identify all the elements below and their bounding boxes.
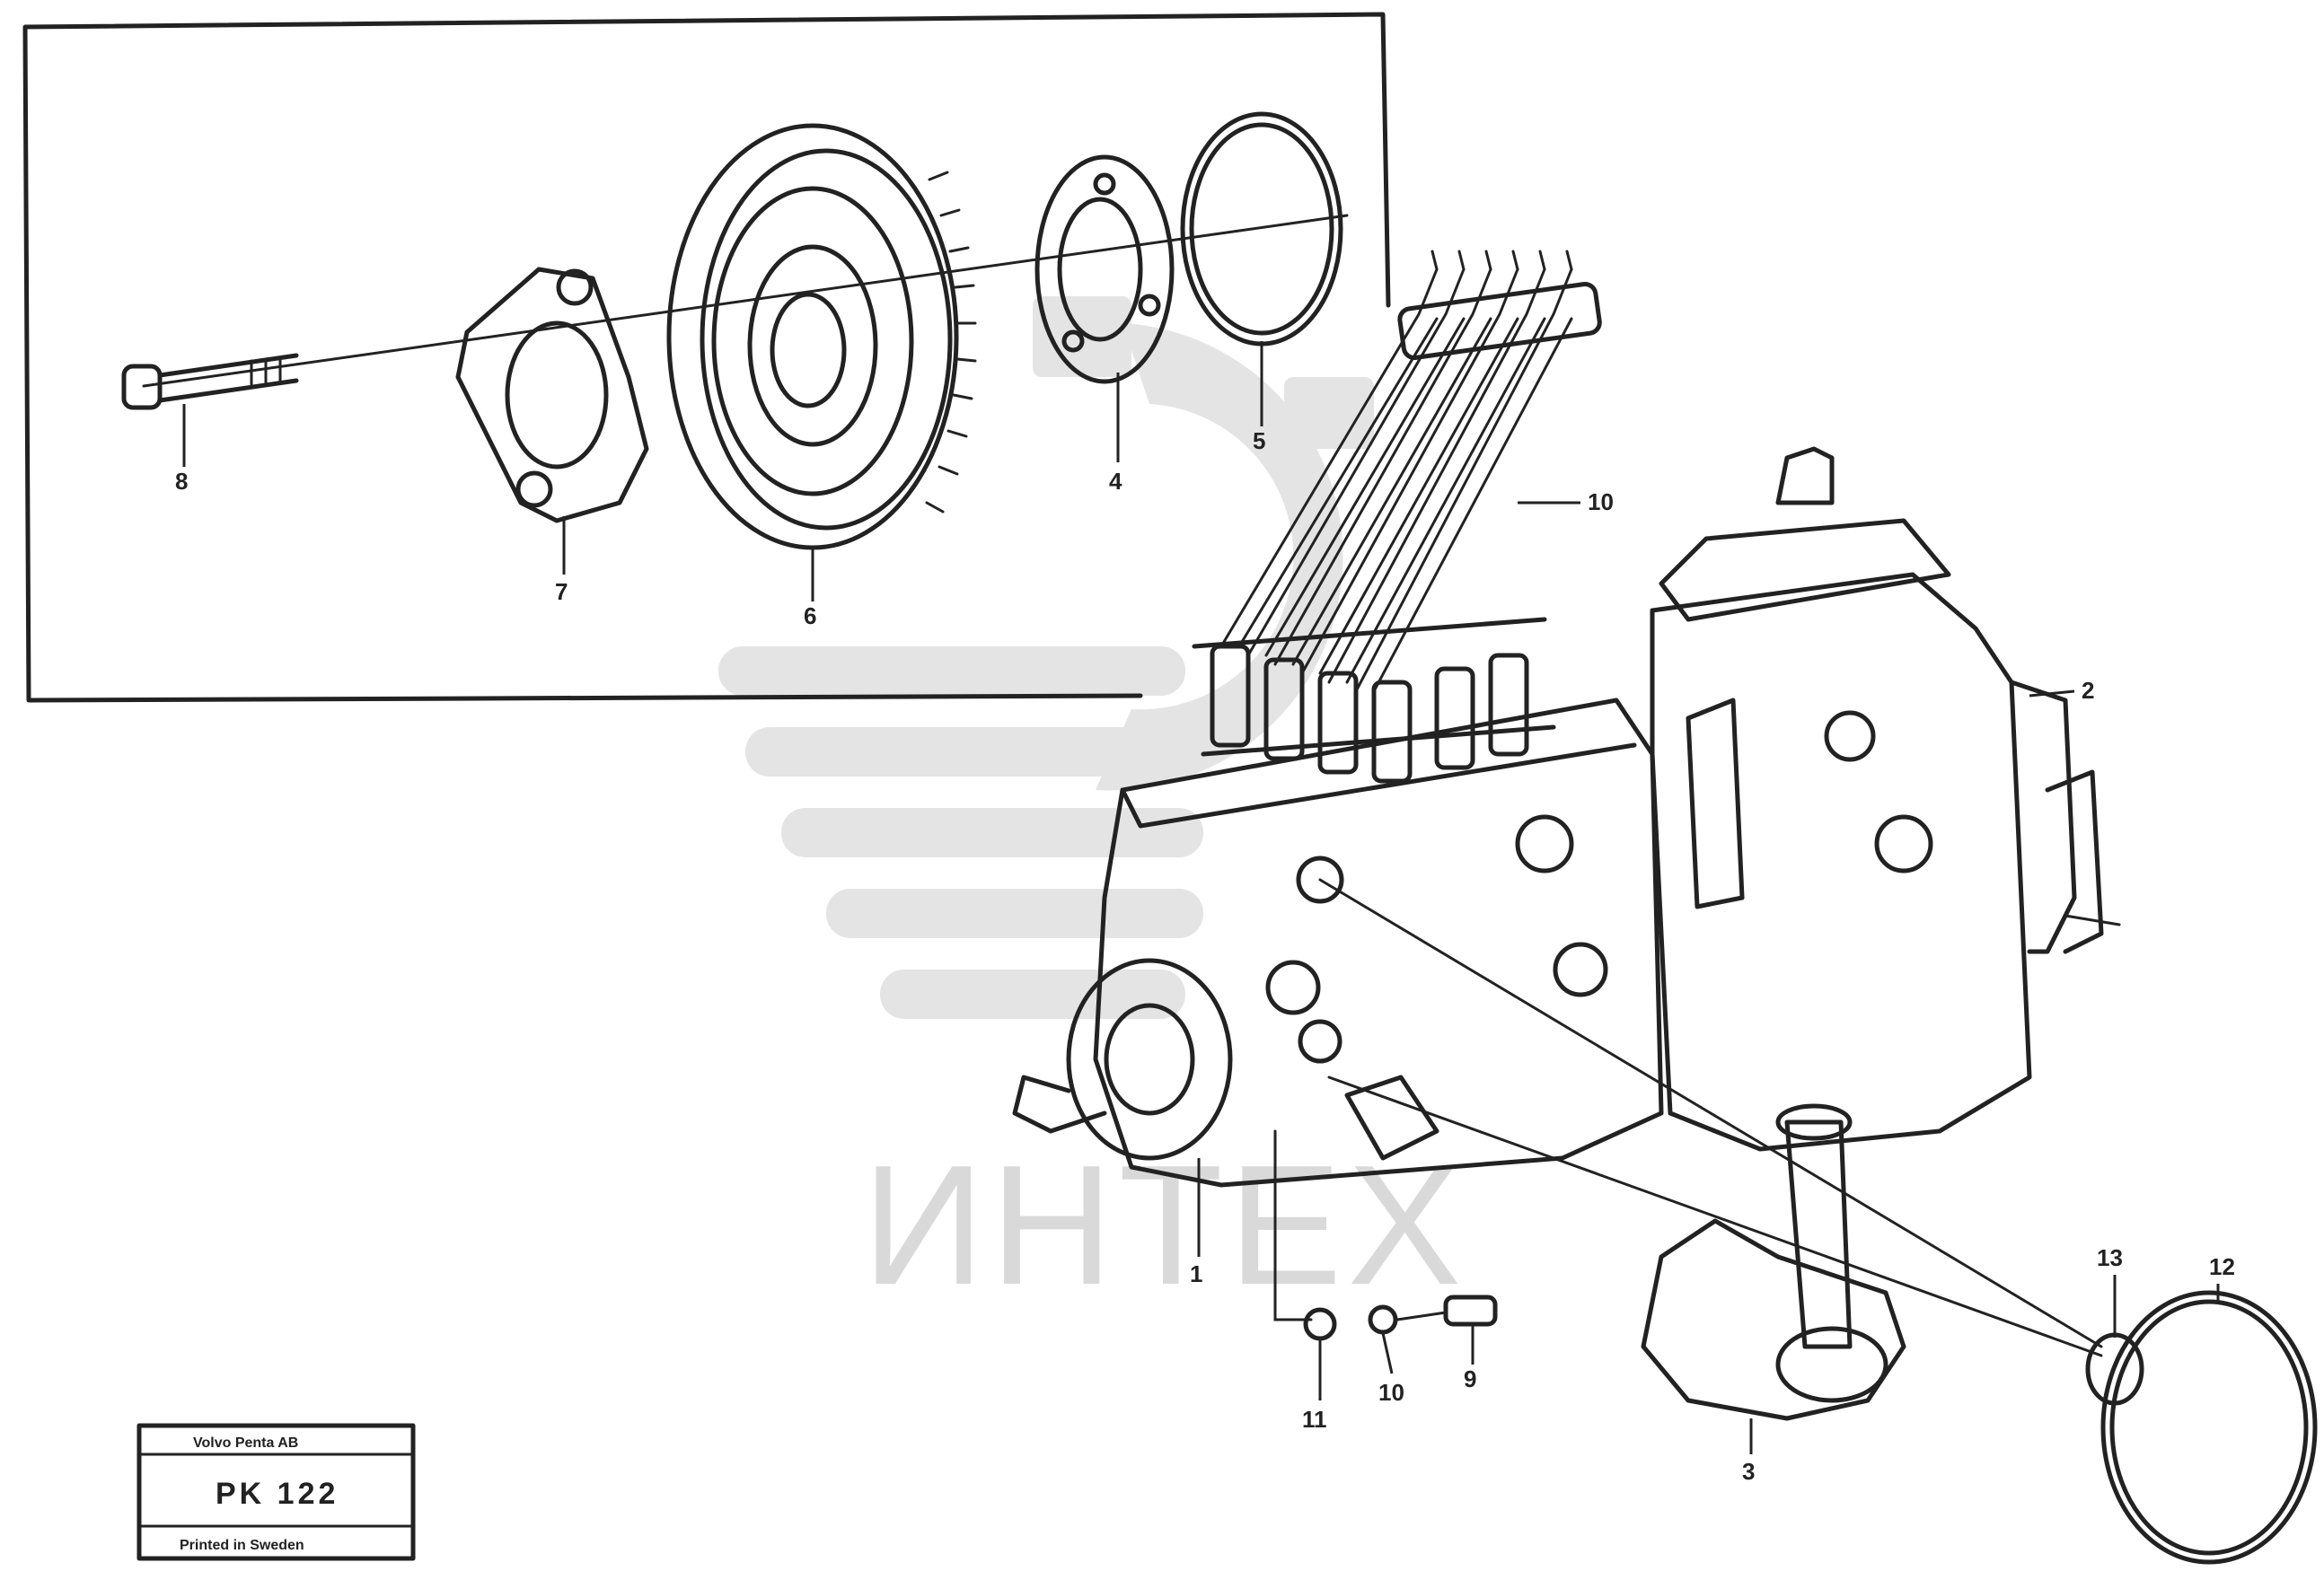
watermark-logo xyxy=(718,296,1374,1019)
inset-frame xyxy=(22,12,1391,703)
leader-lines xyxy=(182,341,2220,1454)
feed-pump-part xyxy=(1641,1103,1906,1421)
callout-3: 3 xyxy=(1742,1458,1755,1485)
reference-stamp: Volvo Penta AB PK 122 Printed in Sweden xyxy=(136,1423,416,1561)
gear-part xyxy=(666,123,977,550)
flange-bracket-part xyxy=(455,267,649,523)
stamp-top-text: Volvo Penta AB xyxy=(193,1435,298,1451)
callout-4: 4 xyxy=(1109,468,1122,495)
callout-2: 2 xyxy=(2082,677,2094,704)
gasket-ring-part xyxy=(1180,111,1343,347)
callout-9: 9 xyxy=(1464,1365,1476,1392)
injection-pipes-part xyxy=(1219,250,1602,693)
delivery-valves-part xyxy=(1192,617,1556,784)
hub-plate-part xyxy=(1034,154,1175,384)
drive-coupling-part xyxy=(1318,878,2318,1565)
callout-8: 8 xyxy=(175,468,188,495)
callout-10-top: 10 xyxy=(1588,488,1614,515)
callout-13: 13 xyxy=(2097,1244,2123,1271)
callout-10-bottom: 10 xyxy=(1378,1379,1404,1406)
callout-7: 7 xyxy=(555,578,568,605)
callout-5: 5 xyxy=(1253,427,1265,454)
stamp-bottom-text: Printed in Sweden xyxy=(180,1538,304,1553)
callout-1: 1 xyxy=(1190,1260,1202,1287)
inset-axis-line xyxy=(142,214,1349,388)
callout-12: 12 xyxy=(2209,1253,2235,1280)
stamp-code-text: PK 122 xyxy=(216,1477,339,1511)
bolt-part xyxy=(121,353,299,410)
governor-housing-part xyxy=(1650,446,2121,1152)
watermark-text: ИНТЕХ xyxy=(862,1130,1466,1321)
callout-6: 6 xyxy=(804,602,816,629)
callout-11: 11 xyxy=(1302,1406,1327,1433)
injection-pump-body-part xyxy=(1012,698,1664,1188)
